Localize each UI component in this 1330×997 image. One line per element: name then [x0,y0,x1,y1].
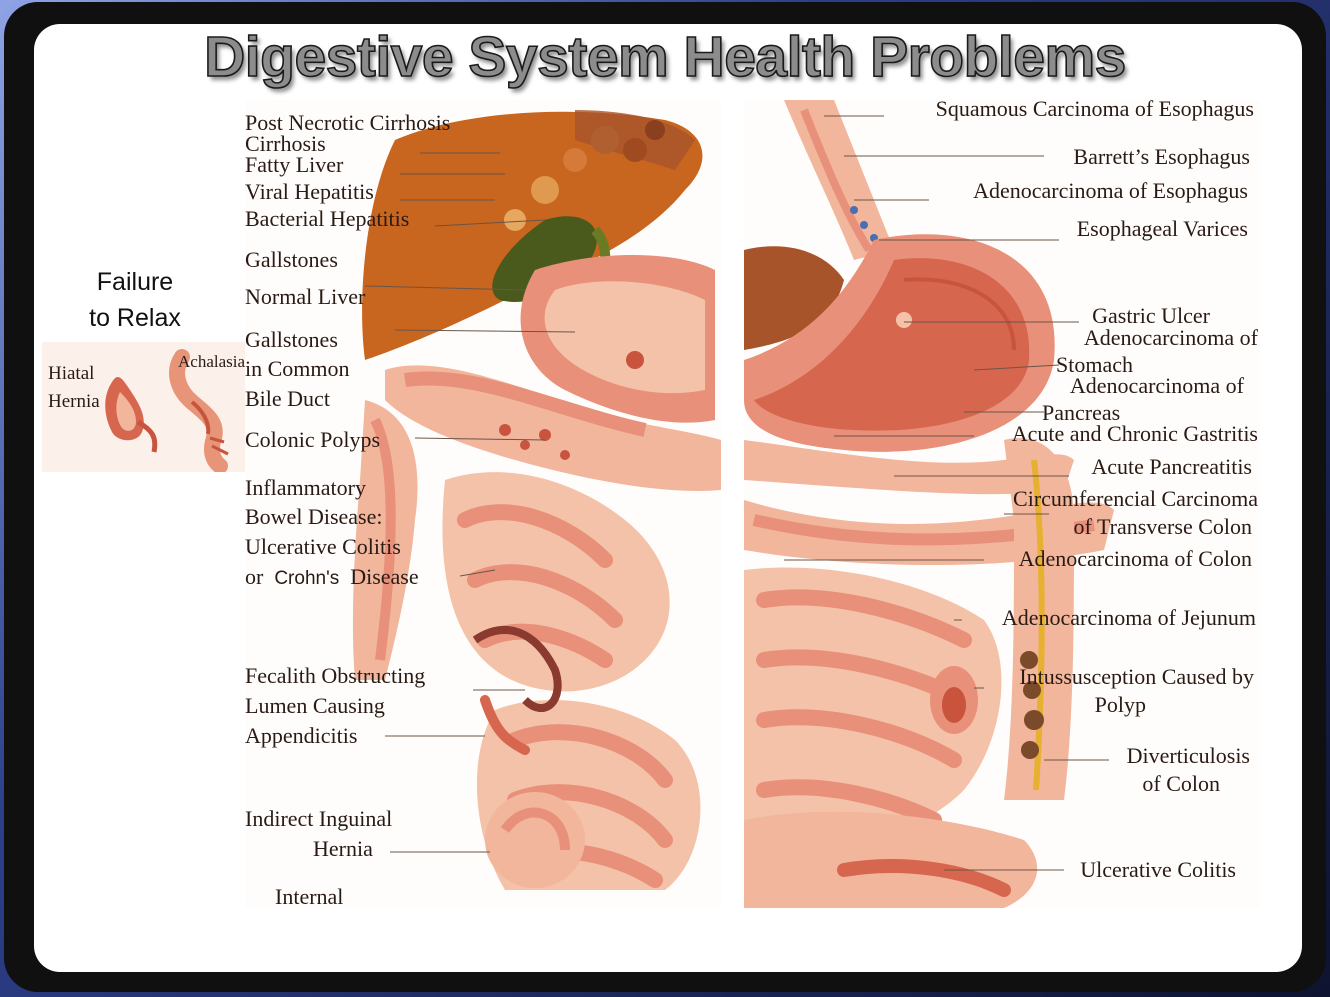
label-esophageal-varices: Esophageal Varices [1076,216,1248,241]
label-internal: Internal [275,884,344,909]
label-intussusception-2: Polyp [1094,692,1146,717]
achalasia-label: Achalasia [178,352,246,371]
label-acute-pancreatitis: Acute Pancreatitis [1091,454,1252,479]
label-ibd-1: Inflammatory [245,475,366,500]
label-adenocarcinoma-colon: Adenocarcinoma of Colon [1018,546,1252,571]
label-cirrhosis: Cirrhosis [245,131,326,156]
label-hernia-1: Indirect Inguinal [245,806,393,831]
label-gastritis: Acute and Chronic Gastritis [1011,421,1258,446]
label-gallstones-common-3: Bile Duct [245,386,330,411]
label-normal-liver: Normal Liver [245,284,366,309]
label-fecalith-1: Fecalith Obstructing [245,663,426,688]
label-adenocarcinoma-stomach-2: Stomach [1056,352,1133,377]
label-circumferencial-carcinoma-1: Circumferencial Carcinoma [1013,486,1258,511]
label-ibd-3: Ulcerative Colitis [245,534,401,559]
label-ibd-2: Bowel Disease: [245,504,383,529]
left-leader-lines [364,152,576,853]
failure-caption-line2: to Relax [89,304,181,332]
label-ulcerative-colitis: Ulcerative Colitis [1080,857,1236,882]
hernia-achalasia-illustration [42,342,248,472]
label-diverticulosis-1: Diverticulosis [1126,743,1250,768]
label-fecalith-3: Appendicitis [245,723,358,748]
label-adenocarcinoma-esophagus: Adenocarcinoma of Esophagus [973,178,1248,203]
label-colonic-polyps: Colonic Polyps [245,427,381,452]
label-gallstones-common-1: Gallstones [245,327,338,352]
label-diverticulosis-2: of Colon [1142,771,1220,796]
label-gastric-ulcer: Gastric Ulcer [1092,303,1210,328]
right-anatomy-illustration [744,100,1260,908]
right-anatomy-panel: Squamous Carcinoma of Esophagus Barrett’… [744,96,1260,908]
failure-to-relax-caption: Failure to Relax [70,264,200,336]
label-bacterial-hepatitis: Bacterial Hepatitis [245,206,410,231]
label-ibd-4: or Crohn's Disease [245,564,419,589]
label-adenocarcinoma-jejunum: Adenocarcinoma of Jejunum [1001,605,1256,630]
label-adenocarcinoma-stomach-1: Adenocarcinoma of [1083,325,1258,350]
label-gallstones-common-2: in Common [245,356,350,381]
label-viral-hepatitis: Viral Hepatitis [245,179,374,204]
label-barretts-esophagus: Barrett’s Esophagus [1073,144,1250,169]
label-circumferencial-carcinoma-2: of Transverse Colon [1073,514,1252,539]
label-fatty-liver: Fatty Liver [245,152,344,177]
label-adenocarcinoma-pancreas-2: Pancreas [1042,400,1121,425]
label-gallstones: Gallstones [245,247,338,272]
slide-title: Digestive System Health Problems [203,24,1127,90]
left-anatomy-panel: Post Necrotic Cirrhosis Cirrhosis Fatty … [245,100,721,909]
label-post-necrotic-cirrhosis: Post Necrotic Cirrhosis [245,110,451,135]
right-leader-lines [784,115,1109,871]
label-adenocarcinoma-pancreas-1: Adenocarcinoma of [1069,373,1244,398]
label-squamous-carcinoma: Squamous Carcinoma of Esophagus [935,96,1254,121]
hiatal-hernia-label: Hiatal Hernia [48,363,100,412]
failure-caption-line1: Failure [96,268,174,296]
left-anatomy-illustration [245,100,721,908]
label-fecalith-2: Lumen Causing [245,693,385,718]
label-hernia-2: Hernia [313,836,373,861]
label-intussusception-1: Intussusception Caused by [1019,664,1254,689]
